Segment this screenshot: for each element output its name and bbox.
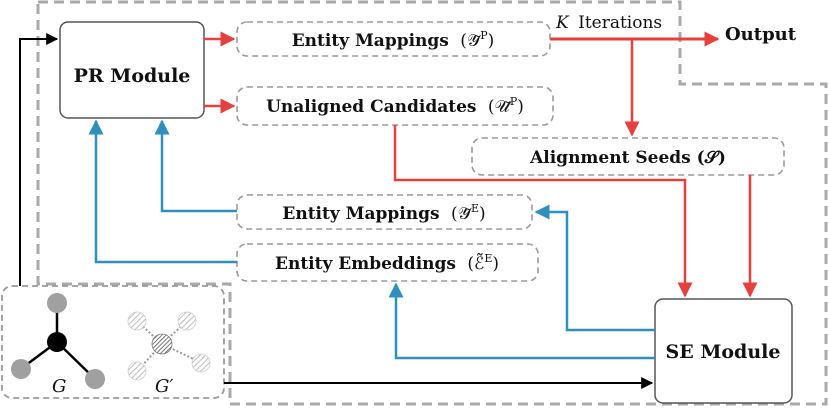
unaligned-candidates-symbol: (𝒰̃ <box>488 97 513 117</box>
se-module-label: SE Module <box>666 341 781 363</box>
alignment-seeds-node: Alignment Seeds (𝒮) <box>471 137 785 176</box>
unaligned-candidates-node: Unaligned Candidates (𝒰̃P) <box>236 86 554 126</box>
pr-module-node: PR Module <box>59 21 205 119</box>
graph-g-node <box>47 293 67 313</box>
entity-mappings-p-node: Entity Mappings (𝒴̃P) <box>236 21 551 57</box>
entity-mappings-e-label: Entity Mappings <box>282 204 439 224</box>
graph-g-prime-label: G′ <box>155 376 173 397</box>
unaligned-candidates-close: ) <box>517 97 524 117</box>
graph-g-prime-center-node <box>151 333 173 355</box>
svg-text:Unaligned Candidates (𝒰: Unaligned Candidates (𝒰̃P) <box>266 95 524 117</box>
pr-module-label: PR Module <box>74 65 191 87</box>
entity-embeddings-symbol: (ℰ̃ <box>467 253 484 274</box>
svg-text:Entity Mappings (𝒴̃P): Entity Mappings (𝒴̃P) <box>292 29 495 51</box>
graph-g-label: G <box>52 376 66 397</box>
iterations-k: K <box>555 13 570 33</box>
graph-g-prime-node <box>191 353 211 373</box>
arrow-unaligned-candidates-to-se <box>393 125 693 298</box>
graph-g-node <box>11 359 31 379</box>
entity-embeddings-close: ) <box>492 254 499 274</box>
entity-mappings-p-label: Entity Mappings <box>292 31 449 51</box>
se-module-node: SE Module <box>654 298 793 404</box>
output-label: Output <box>725 24 797 45</box>
graph-g-prime: G′ <box>127 311 211 397</box>
graph-g-prime-node <box>127 311 147 331</box>
arrow-graph-to-pr <box>19 33 59 286</box>
entity-embeddings-sup: E <box>484 252 492 265</box>
graph-g-node <box>85 369 105 389</box>
entity-embeddings-node: Entity Embeddings (ℰ̃E) <box>236 243 539 282</box>
graph-input-box <box>1 285 225 399</box>
pr-region-border <box>36 0 828 406</box>
svg-text:Entity Mappings (𝒴̃E): Entity Mappings (𝒴̃E) <box>282 202 485 224</box>
arrow-entity-mappings-e-to-pr <box>154 119 237 213</box>
arrow-se-to-entity-mappings-e <box>534 204 655 332</box>
svg-text:Entity Embeddings (ℰ̃E): Entity Embeddings (ℰ̃E) <box>275 252 499 274</box>
iterations-text: Iterations <box>578 13 662 33</box>
entity-mappings-p-close: ) <box>488 31 495 51</box>
arrow-entity-embeddings-to-pr <box>88 119 237 264</box>
entity-mappings-e-sup: E <box>471 202 479 215</box>
entity-embeddings-label: Entity Embeddings <box>275 254 456 274</box>
graph-g-prime-node <box>127 361 147 381</box>
entity-mappings-e-symbol: (𝒴̃ <box>451 204 473 224</box>
iterations-label: K Iterations <box>555 13 662 33</box>
entity-mappings-p-symbol: (𝒴̃ <box>460 31 482 51</box>
graph-g: G <box>11 293 105 397</box>
alignment-seeds-label: Alignment Seeds (𝒮) <box>529 148 726 168</box>
entity-mappings-e-node: Entity Mappings (𝒴̃E) <box>236 194 533 230</box>
unaligned-candidates-sup: P <box>510 95 518 108</box>
graph-g-center-node <box>47 332 67 352</box>
graph-g-prime-node <box>177 311 197 331</box>
unaligned-candidates-label: Unaligned Candidates <box>266 97 476 117</box>
entity-mappings-e-close: ) <box>479 204 486 224</box>
arrow-se-to-entity-embeddings <box>388 282 655 360</box>
entity-mappings-p-sup: P <box>480 29 488 42</box>
